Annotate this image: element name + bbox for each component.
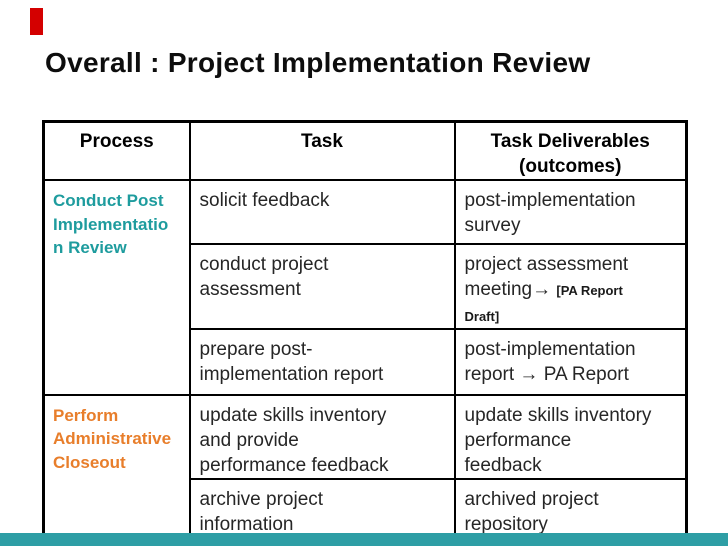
project-review-table: Process Task Task Deliverables (outcomes… — [42, 120, 688, 540]
table-header-row: Process Task Task Deliverables (outcomes… — [42, 120, 688, 182]
table-row: archive project information archived pro… — [44, 477, 688, 540]
task-cell: solicit feedback — [188, 179, 456, 246]
process-cell-perform-administrative-closeout: Perform Administrative Closeout — [42, 393, 191, 540]
table-row: conduct project assessment project asses… — [44, 243, 688, 330]
task-cell: update skills inventory and provide perf… — [188, 393, 456, 480]
table-row: prepare post- implementation report post… — [44, 327, 688, 396]
deliverable-main-text: project assessment meeting→ — [464, 254, 629, 301]
red-accent-bar — [30, 8, 43, 35]
task-cell: prepare post- implementation report — [188, 327, 456, 396]
task-cell: archive project information — [188, 477, 456, 540]
header-task-deliverables: Task Deliverables (outcomes) — [453, 120, 688, 182]
deliverable-cell: archived project repository — [453, 477, 688, 540]
deliverable-cell: update skills inventory performance feed… — [453, 393, 688, 480]
header-process: Process — [42, 120, 191, 182]
slide-title: Overall : Project Implementation Review — [45, 47, 591, 78]
deliverable-cell: post-implementation survey — [453, 179, 688, 246]
bottom-accent-bar — [0, 533, 728, 546]
table-row: Perform Administrative Closeout update s… — [42, 393, 688, 540]
task-cell: conduct project assessment — [188, 243, 456, 330]
deliverable-cell: post-implementation report → PA Report — [453, 327, 688, 396]
header-task: Task — [188, 120, 456, 182]
process-cell-conduct-post-implementation-review: Conduct Post Implementatio n Review — [42, 179, 191, 396]
deliverable-note: [PA Report Draft] — [464, 283, 623, 324]
deliverable-cell: project assessment meeting→ [PA Report D… — [453, 243, 688, 330]
table-row: Conduct Post Implementatio n Review soli… — [42, 179, 688, 396]
